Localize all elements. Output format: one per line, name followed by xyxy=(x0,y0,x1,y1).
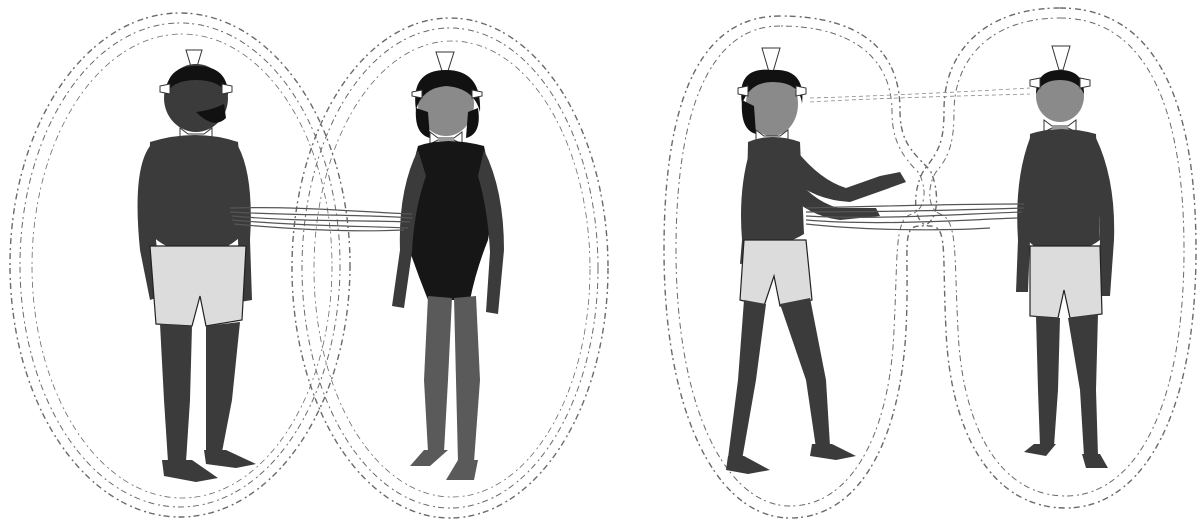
woman-figure-left xyxy=(392,52,504,480)
crown-chakra-icon xyxy=(1052,46,1070,70)
left-panel xyxy=(10,13,608,518)
crown-chakra-icon xyxy=(762,48,780,72)
man-figure-left xyxy=(138,50,256,482)
man-figure-walking xyxy=(726,48,906,474)
mind-beam xyxy=(810,88,1030,102)
energy-cord-bundle-right xyxy=(806,204,1024,230)
energy-cord-bundle-left xyxy=(230,208,412,231)
man-figure-standing xyxy=(1016,46,1114,468)
right-panel xyxy=(664,8,1196,518)
